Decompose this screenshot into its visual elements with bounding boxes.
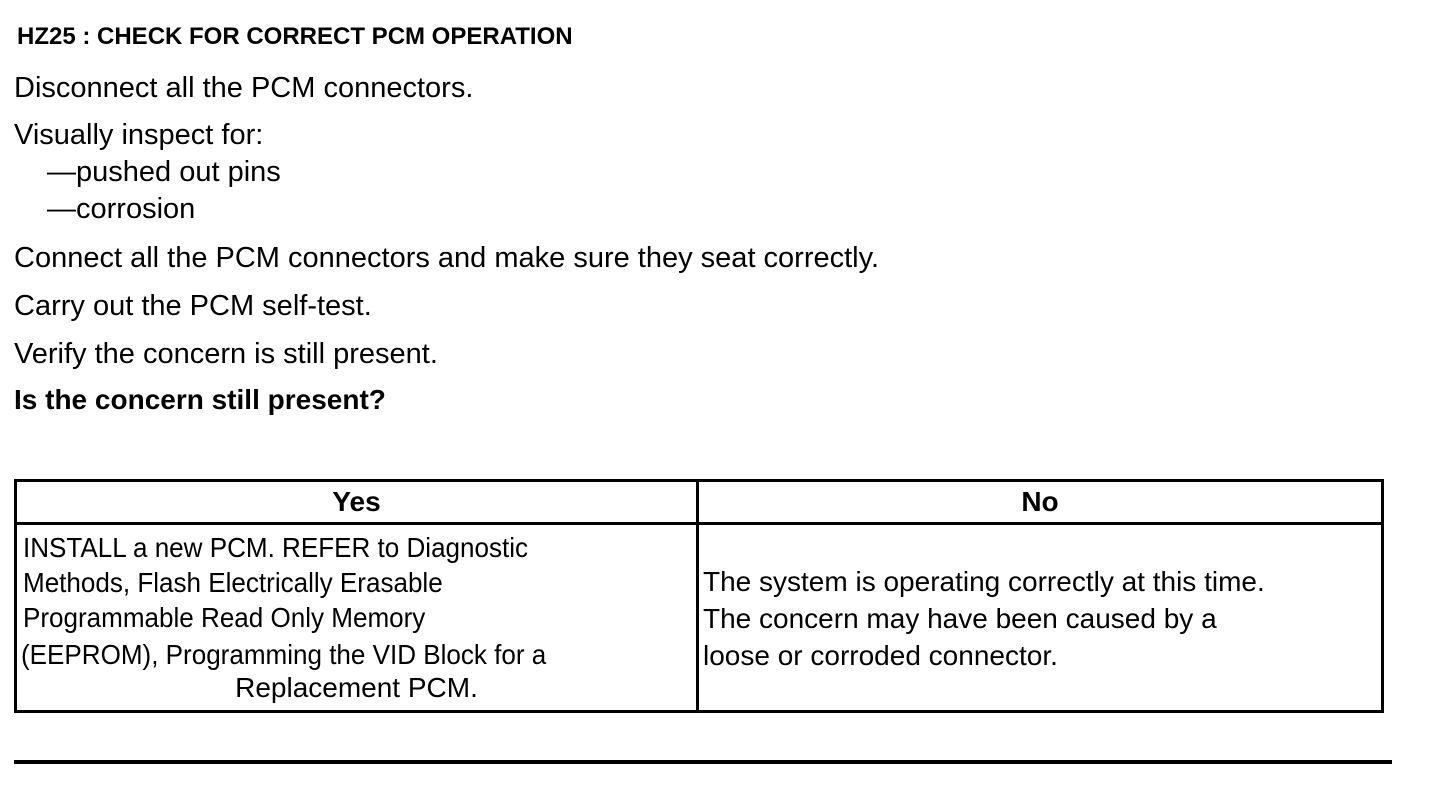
yes-line: INSTALL a new PCM. REFER to Diagnostic	[23, 532, 529, 563]
question: Is the concern still present?	[14, 384, 386, 415]
inspect-item-pins: —pushed out pins	[47, 156, 281, 188]
yes-line: Replacement PCM.	[235, 672, 478, 703]
no-line: The concern may have been caused by a	[703, 603, 1217, 634]
inspect-item-corrosion: —corrosion	[47, 193, 196, 225]
yes-line: Methods, Flash Electrically Erasable	[23, 567, 443, 598]
step-verify: Verify the concern is still present.	[14, 338, 438, 370]
no-line: The system is operating correctly at thi…	[703, 566, 1265, 597]
column-divider	[696, 482, 699, 710]
result-table: Yes No INSTALL a new PCM. REFER to Diagn…	[14, 479, 1384, 713]
yes-line: Programmable Read Only Memory	[23, 602, 426, 633]
step-self-test: Carry out the PCM self-test.	[14, 290, 372, 322]
step-inspect: Visually inspect for:	[14, 119, 264, 151]
step-disconnect: Disconnect all the PCM connectors.	[14, 72, 474, 104]
no-line: loose or corroded connector.	[703, 640, 1058, 671]
yes-line: (EEPROM), Programming the VID Block for …	[21, 639, 547, 670]
header-yes: Yes	[17, 482, 696, 525]
step-connect: Connect all the PCM connectors and make …	[14, 242, 880, 274]
bottom-rule	[14, 760, 1392, 764]
section-title: HZ25 : CHECK FOR CORRECT PCM OPERATION	[17, 23, 573, 50]
header-no: No	[699, 482, 1381, 525]
